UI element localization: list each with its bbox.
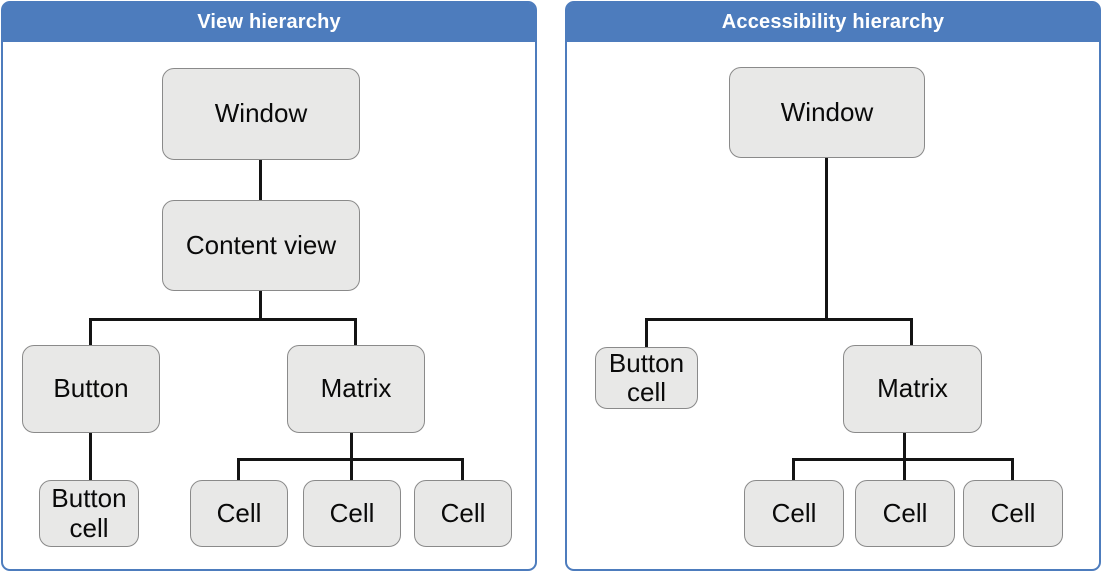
panel-accessibility-hierarchy: Accessibility hierarchy Window Button ce…	[565, 1, 1101, 571]
node-window: Window	[162, 68, 360, 160]
accessibility-hierarchy-title: Accessibility hierarchy	[567, 3, 1099, 42]
connector-matrix-branch	[237, 458, 464, 461]
node-cell-2: Cell	[855, 480, 955, 547]
node-button: Button	[22, 345, 160, 433]
node-window: Window	[729, 67, 925, 158]
node-button-cell: Button cell	[39, 480, 139, 547]
node-cell-2: Cell	[303, 480, 401, 547]
node-cell-3: Cell	[963, 480, 1063, 547]
node-cell-1: Cell	[190, 480, 288, 547]
panel-view-hierarchy: View hierarchy Window Content view Butto…	[1, 1, 537, 571]
node-button-cell: Button cell	[595, 347, 698, 409]
connector-window-branch	[645, 318, 913, 321]
connector-to-cell-3	[1011, 458, 1014, 480]
view-hierarchy-title: View hierarchy	[3, 3, 535, 42]
node-cell-3: Cell	[414, 480, 512, 547]
connector-to-button	[89, 318, 92, 345]
connector-window-contentview	[259, 160, 262, 200]
connector-matrix-branch	[792, 458, 1014, 461]
connector-button-buttoncell	[89, 433, 92, 480]
connector-to-cell-1	[792, 458, 795, 480]
connector-contentview-stem	[259, 291, 262, 321]
node-cell-1: Cell	[744, 480, 844, 547]
connector-to-matrix	[354, 318, 357, 345]
node-content-view: Content view	[162, 200, 360, 291]
connector-matrix-stem	[903, 433, 906, 480]
node-matrix: Matrix	[843, 345, 982, 433]
connector-to-matrix	[910, 318, 913, 345]
connector-window-stem	[825, 158, 828, 321]
connector-contentview-branch	[89, 318, 357, 321]
connector-to-cell-1	[237, 458, 240, 480]
node-matrix: Matrix	[287, 345, 425, 433]
connector-to-button-cell	[645, 318, 648, 347]
connector-to-cell-3	[461, 458, 464, 480]
connector-matrix-stem	[350, 433, 353, 480]
